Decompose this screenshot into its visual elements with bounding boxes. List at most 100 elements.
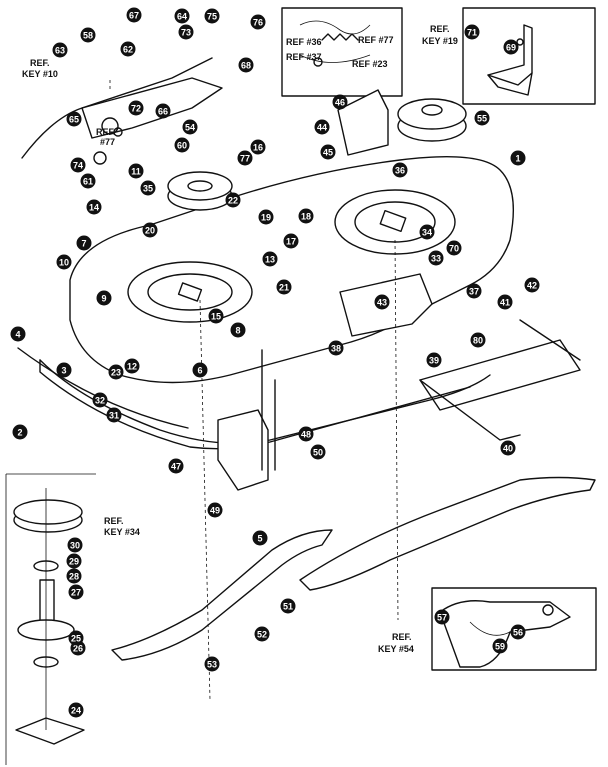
callout-number: 68 [241,61,251,71]
callout-number: 57 [437,613,447,623]
callout-number: 15 [211,312,221,322]
callout-3: 3 [56,362,72,378]
callout-number: 75 [207,12,217,22]
callout-number: 42 [527,281,537,291]
callout-5: 5 [252,530,268,546]
callout-6: 6 [192,362,208,378]
callout-number: 60 [177,141,187,151]
callout-number: 24 [71,706,81,716]
callout-40: 40 [500,440,516,456]
callout-61: 61 [80,173,96,189]
ref-36: REF #36 [286,37,322,47]
callout-20: 20 [142,222,158,238]
ref-23: REF #23 [352,59,388,69]
callout-80: 80 [470,332,486,348]
callout-48: 48 [298,426,314,442]
callout-number: 36 [395,166,405,176]
callout-number: 5 [257,534,262,544]
callout-number: 6 [197,366,202,376]
callout-number: 59 [495,642,505,652]
callout-1: 1 [510,150,526,166]
callout-55: 55 [474,110,490,126]
callout-number: 7 [81,239,86,249]
callout-16: 16 [250,139,266,155]
callout-number: 35 [143,184,153,194]
callout-number: 23 [111,368,121,378]
callout-27: 27 [68,584,84,600]
callout-number: 1 [515,154,520,164]
callout-51: 51 [280,598,296,614]
callout-number: 27 [71,588,81,598]
callout-number: 70 [449,244,459,254]
top-right-pulley [397,98,467,142]
callout-number: 71 [467,28,477,38]
callout-number: 29 [69,557,79,567]
callout-number: 30 [70,541,80,551]
callout-number: 58 [83,31,93,41]
callout-number: 10 [59,258,69,268]
callout-41: 41 [497,294,513,310]
ref-key-34-line1: REF. [104,516,124,526]
ref-key-10-line1: REF. [30,58,50,68]
callout-47: 47 [168,458,184,474]
callout-50: 50 [310,444,326,460]
mower-deck-housing [39,155,515,450]
callout-30: 30 [67,537,83,553]
ref-37: REF #37 [286,52,322,62]
callout-14: 14 [86,199,102,215]
callout-number: 14 [89,203,99,213]
callout-9: 9 [96,290,112,306]
callout-54: 54 [182,119,198,135]
callout-number: 41 [500,298,510,308]
callout-36: 36 [392,162,408,178]
callout-number: 45 [323,148,333,158]
callout-22: 22 [225,192,241,208]
callout-number: 32 [95,396,105,406]
callout-number: 65 [69,115,79,125]
inset-bracket-detail [462,7,596,105]
callout-number: 13 [265,255,275,265]
callout-number: 16 [253,143,263,153]
callout-4: 4 [10,326,26,342]
callout-33: 33 [428,250,444,266]
callout-13: 13 [262,251,278,267]
callout-number: 21 [279,283,289,293]
callout-45: 45 [320,144,336,160]
callout-11: 11 [128,163,144,179]
callout-number: 67 [129,11,139,21]
callout-49: 49 [207,502,223,518]
callout-7: 7 [76,235,92,251]
callout-56: 56 [510,624,526,640]
callout-74: 74 [70,157,86,173]
callout-24: 24 [68,702,84,718]
callout-number: 80 [473,336,483,346]
ref-77: REF #77 [358,35,394,45]
callout-number: 49 [210,506,220,516]
callout-number: 39 [429,356,439,366]
callout-number: 26 [73,644,83,654]
callout-31: 31 [106,407,122,423]
callout-25: 25 [68,630,84,646]
callout-59: 59 [492,638,508,654]
ref-key-54-line2: KEY #54 [378,644,414,654]
callout-number: 72 [131,104,141,114]
callout-21: 21 [276,279,292,295]
callout-number: 28 [69,572,79,582]
callout-62: 62 [120,41,136,57]
callout-69: 69 [503,39,519,55]
callout-number: 47 [171,462,181,472]
callout-number: 48 [301,430,311,440]
callout-number: 50 [313,448,323,458]
callout-number: 61 [83,177,93,187]
callout-68: 68 [238,57,254,73]
callout-8: 8 [230,322,246,338]
callout-76: 76 [250,14,266,30]
spindle-assembly-inset [5,473,96,765]
callout-number: 62 [123,45,133,55]
callout-32: 32 [92,392,108,408]
callout-67: 67 [126,7,142,23]
ref-77b-line2: #77 [100,137,115,147]
callout-number: 63 [55,46,65,56]
callout-58: 58 [80,27,96,43]
